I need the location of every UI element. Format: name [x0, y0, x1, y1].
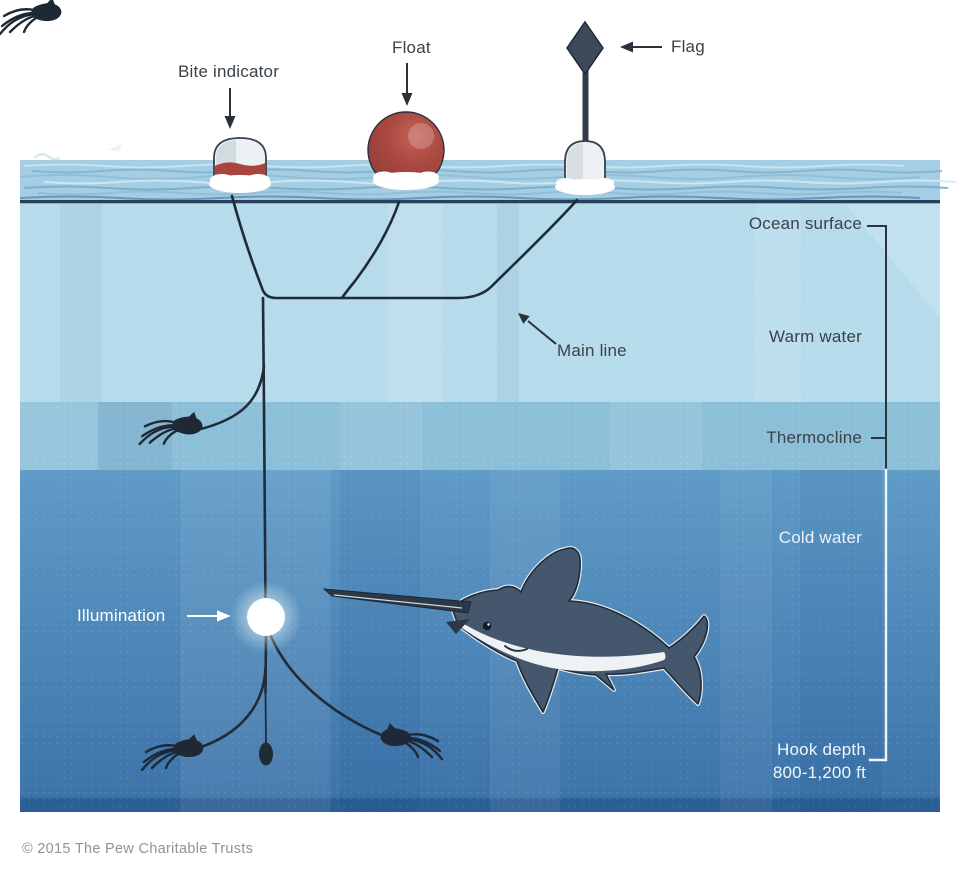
depth-bracket	[867, 225, 888, 762]
copyright-text: © 2015 The Pew Charitable Trusts	[22, 841, 254, 857]
weight-line	[264, 691, 267, 745]
ocean-surface-label: Ocean surface	[748, 214, 862, 233]
illumination-arrow-icon	[187, 610, 231, 622]
branch-line-2	[196, 666, 267, 750]
wave-crest-marks	[33, 144, 122, 161]
float-arrow-icon	[401, 63, 413, 106]
bite-indicator-label: Bite indicator	[178, 62, 280, 81]
flag-buoy	[555, 20, 615, 195]
float-line	[340, 200, 401, 300]
bite-indicator-arrow-icon	[224, 88, 236, 129]
hook-depth-range: 800-1,200 ft	[772, 763, 866, 782]
main-line	[230, 194, 579, 300]
foam	[555, 178, 615, 195]
foam	[209, 174, 271, 193]
bite-indicator-buoy	[209, 137, 271, 193]
thermocline-label: Thermocline	[766, 428, 862, 447]
warm-water-label: Warm water	[769, 327, 862, 346]
cold-water-label: Cold water	[778, 528, 862, 547]
float-buoy	[367, 111, 445, 190]
main-line-arrow-icon	[518, 313, 557, 345]
hook-depth-title: Hook depth	[777, 740, 866, 759]
flag-diamond-icon	[566, 20, 604, 76]
swordfish-belly	[459, 621, 666, 672]
swordfish-illustration	[322, 546, 710, 714]
illumination-light	[230, 581, 302, 653]
squid-baits	[0, 0, 444, 772]
branch-line-1	[195, 364, 266, 432]
swordfish-lower-jaw	[446, 619, 470, 634]
flag-pole	[582, 68, 589, 144]
light-rays	[20, 204, 940, 812]
weight-icon	[259, 742, 273, 766]
swordfish-body	[451, 547, 709, 713]
swordfish-eye	[482, 621, 492, 631]
ocean-layers	[19, 144, 957, 812]
squid-bait-icon	[0, 0, 62, 36]
flag-label: Flag	[671, 37, 705, 56]
callout-arrows	[187, 41, 662, 622]
waterline	[20, 200, 940, 204]
flag-arrow-icon	[620, 41, 662, 53]
foam	[373, 171, 439, 190]
light-stick-icon	[247, 598, 285, 636]
surface-wave-texture	[19, 163, 957, 201]
illumination-label: Illumination	[77, 606, 166, 625]
swordfish-mouth	[504, 645, 528, 652]
flag-buoy-body	[564, 140, 606, 191]
main-line-label: Main line	[557, 341, 627, 360]
hook-depth-label: Hook depth 800-1,200 ft	[773, 738, 866, 784]
float-label: Float	[392, 38, 431, 57]
